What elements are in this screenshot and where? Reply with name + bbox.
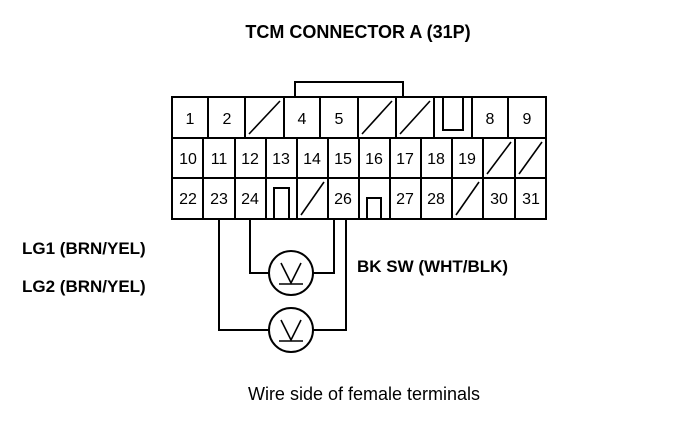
connector-lock-tab — [294, 81, 404, 97]
pin-27: 27 — [396, 191, 414, 208]
pin-9: 9 — [523, 111, 532, 128]
pin-26: 26 — [334, 191, 352, 208]
diagram-caption: Wire side of female terminals — [248, 384, 480, 404]
wire-bk-sw-outer — [313, 219, 347, 331]
connector-key-notch — [442, 97, 464, 131]
pin-28: 28 — [427, 191, 445, 208]
label-lg1: LG1 (BRN/YEL) — [22, 239, 146, 258]
pin-8: 8 — [486, 111, 495, 128]
pin-17: 17 — [396, 151, 414, 168]
pin-30: 30 — [490, 191, 508, 208]
pin-31: 31 — [522, 191, 540, 208]
pin-10: 10 — [179, 151, 197, 168]
pin-15: 15 — [334, 151, 352, 168]
pin-18: 18 — [427, 151, 445, 168]
wire-lg2 — [218, 219, 269, 331]
pin-1: 1 — [186, 111, 195, 128]
test-circuits — [218, 219, 347, 353]
pin-13: 13 — [272, 151, 290, 168]
wire-lg1 — [249, 219, 269, 274]
pin-11: 11 — [211, 151, 228, 168]
pin-12: 12 — [241, 151, 259, 168]
label-bk-sw: BK SW (WHT/BLK) — [357, 257, 508, 276]
pin-22: 22 — [179, 191, 197, 208]
wire-bk-sw-inner — [313, 219, 335, 274]
pin-2: 2 — [223, 111, 232, 128]
diagram-title: TCM CONNECTOR A (31P) — [245, 22, 470, 42]
pin-19: 19 — [458, 151, 476, 168]
pin-23: 23 — [210, 191, 228, 208]
pin-24: 24 — [241, 191, 259, 208]
pin-5: 5 — [335, 111, 344, 128]
pin-14: 14 — [303, 151, 321, 168]
label-lg2: LG2 (BRN/YEL) — [22, 277, 146, 296]
pin-16: 16 — [365, 151, 383, 168]
test-light-2 — [268, 307, 314, 353]
test-light-1 — [268, 250, 314, 296]
connector-a: 1 2 4 5 8 9 10 11 12 13 14 15 16 17 18 1… — [171, 81, 547, 220]
pin-4: 4 — [298, 111, 307, 128]
